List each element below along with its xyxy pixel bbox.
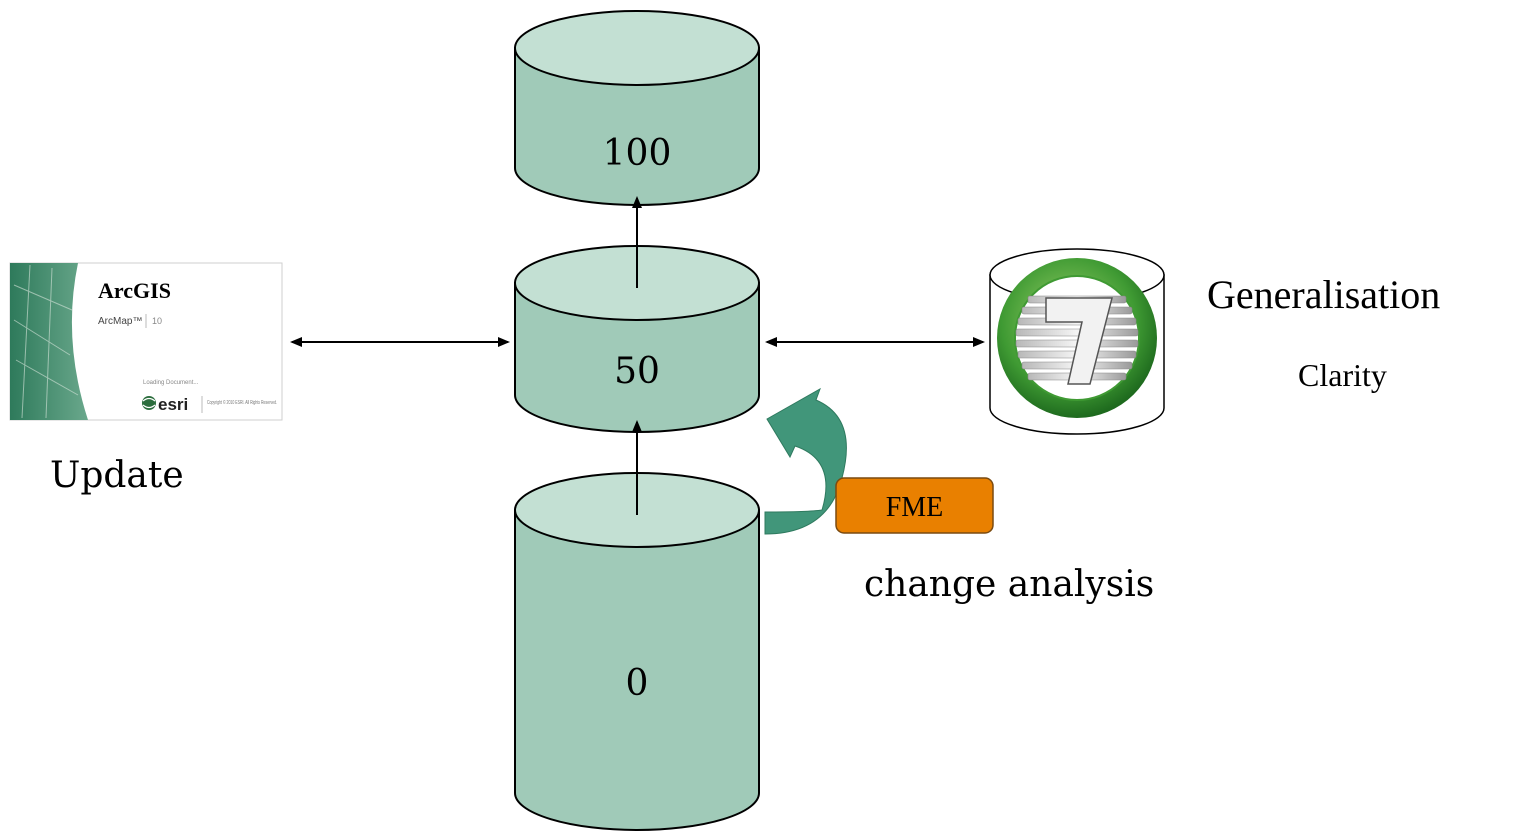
arcgis-map-roads xyxy=(13,264,79,419)
arcgis-brand: ArcGIS xyxy=(98,278,171,303)
esri-logo-text: esri xyxy=(158,395,188,414)
arcgis-version: 10 xyxy=(152,316,162,326)
fme-box: FME xyxy=(835,477,994,534)
database-0: 0 xyxy=(514,472,760,831)
clarity-database xyxy=(989,248,1165,435)
update-caption: Update xyxy=(50,455,184,496)
change-analysis-caption: change analysis xyxy=(864,564,1154,605)
curved-arrow-icon xyxy=(764,387,847,535)
arcgis-product: ArcMap™ xyxy=(98,316,142,327)
clarity-logo-icon xyxy=(997,258,1157,418)
esri-globe-icon xyxy=(142,396,156,410)
arcgis-loading-text: Loading Document... xyxy=(143,380,199,386)
fme-label: FME xyxy=(886,492,944,523)
arcgis-copyright: Copyright © 2010 ESRI. All Rights Reserv… xyxy=(207,399,277,406)
arcgis-splash: ArcGIS ArcMap™ 10 Loading Document... es… xyxy=(9,262,283,421)
generalisation-title: Generalisation xyxy=(1207,272,1440,317)
database-100: 100 xyxy=(514,10,760,206)
database-100-label: 100 xyxy=(603,133,672,174)
clarity-subtitle: Clarity xyxy=(1298,357,1387,393)
database-0-label: 0 xyxy=(626,663,649,704)
database-50-label: 50 xyxy=(614,351,660,392)
